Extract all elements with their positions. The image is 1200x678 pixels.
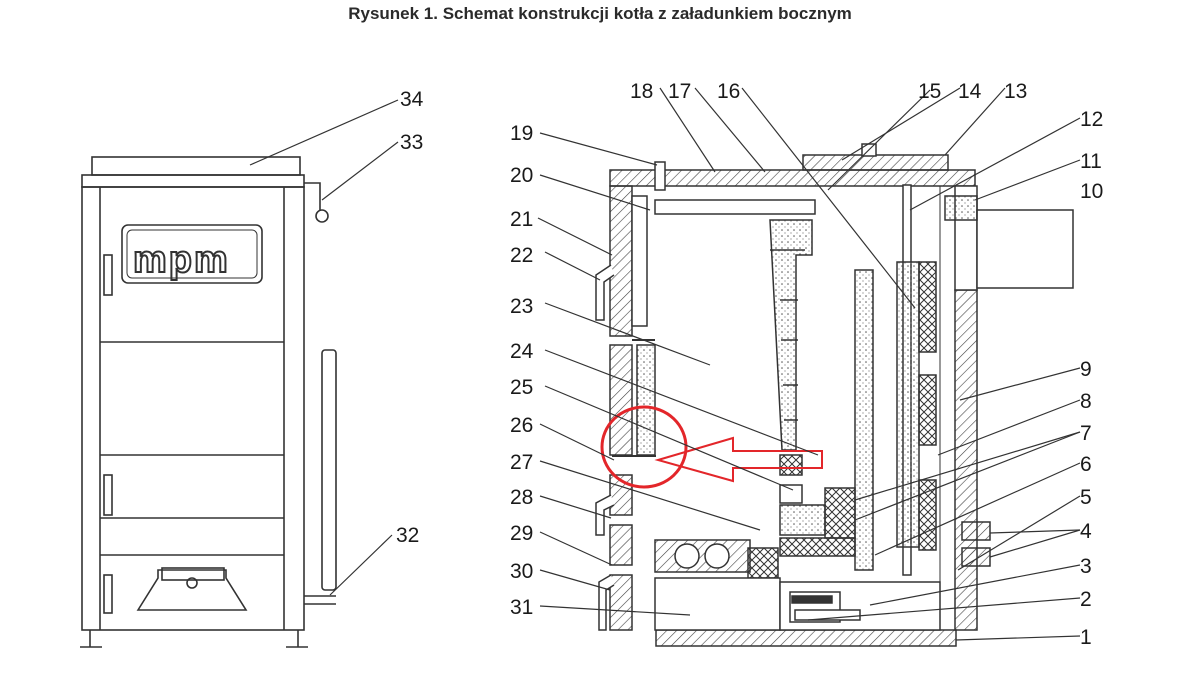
figure-title: Rysunek 1. Schemat konstrukcji kotła z z… (348, 4, 852, 23)
label-19: 19 (510, 122, 533, 145)
control-lever (304, 182, 321, 210)
label-28: 28 (510, 486, 533, 509)
label-29: 29 (510, 522, 533, 545)
label-3: 3 (1080, 555, 1092, 578)
cross-section (595, 143, 1074, 647)
lower-door-hinge (103, 574, 113, 614)
ash-door (136, 569, 248, 611)
upper-door-hinge (103, 254, 113, 296)
label-20: 20 (510, 164, 533, 187)
top-cover (91, 156, 301, 176)
label-32: 32 (396, 524, 419, 547)
label-24: 24 (510, 340, 534, 363)
label-34: 34 (400, 88, 424, 111)
label-17: 17 (668, 80, 691, 103)
label-7: 7 (1080, 422, 1092, 445)
label-26: 26 (510, 414, 533, 437)
highlight-circle (600, 405, 688, 489)
label-12: 12 (1080, 108, 1103, 131)
base-plate (655, 629, 957, 647)
label-8: 8 (1080, 390, 1092, 413)
label-30: 30 (510, 560, 533, 583)
highlight (600, 405, 688, 489)
label-6: 6 (1080, 453, 1092, 476)
logo-plate (121, 224, 263, 284)
top-lid (802, 154, 949, 171)
boiler-body (81, 186, 305, 631)
flue-outlet (976, 209, 1074, 289)
label-22: 22 (510, 244, 533, 267)
front-view (80, 156, 337, 648)
label-31: 31 (510, 596, 533, 619)
cleaning-rod (321, 349, 337, 591)
top-rim (81, 174, 305, 188)
label-9: 9 (1080, 358, 1092, 381)
label-18: 18 (630, 80, 653, 103)
label-25: 25 (510, 376, 533, 399)
middle-door-hinge (103, 474, 113, 516)
label-27: 27 (510, 451, 533, 474)
right-wall (954, 289, 978, 631)
label-4: 4 (1080, 520, 1092, 543)
label-16: 16 (717, 80, 740, 103)
label-15: 15 (918, 80, 941, 103)
leader-lines (249, 87, 1081, 641)
label-1: 1 (1080, 626, 1092, 649)
baffle (769, 219, 813, 451)
label-2: 2 (1080, 588, 1092, 611)
label-13: 13 (1004, 80, 1027, 103)
label-33: 33 (400, 131, 423, 154)
label-11: 11 (1080, 150, 1102, 173)
label-10: 10 (1080, 180, 1103, 203)
label-14: 14 (958, 80, 982, 103)
part-numbers: 34 33 32 19 20 21 22 23 24 25 26 27 28 2… (396, 80, 1103, 649)
label-23: 23 (510, 295, 533, 318)
highlight-arrow (654, 436, 823, 483)
label-5: 5 (1080, 486, 1092, 509)
logo: mpm (133, 239, 230, 281)
label-21: 21 (510, 208, 533, 231)
